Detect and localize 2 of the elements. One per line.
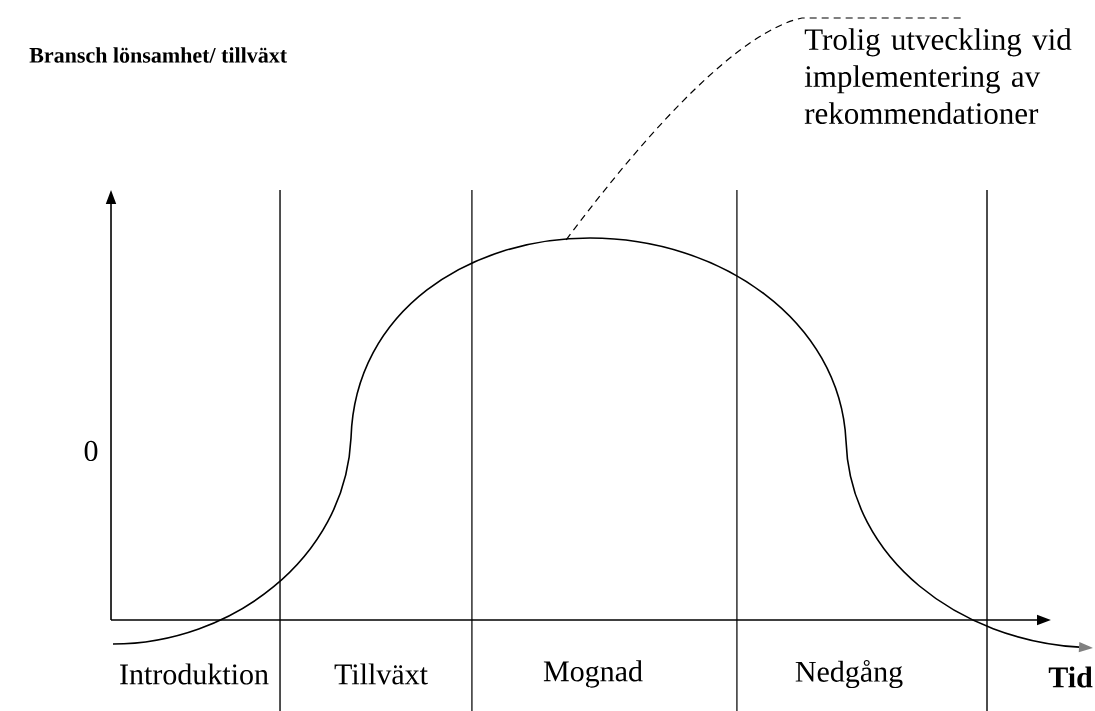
callout-text: Trolig utveckling vid implementering av rekommendationer [804, 28, 1072, 124]
axis-label: Bransch lönsamhet/ tillväxt [29, 47, 287, 63]
